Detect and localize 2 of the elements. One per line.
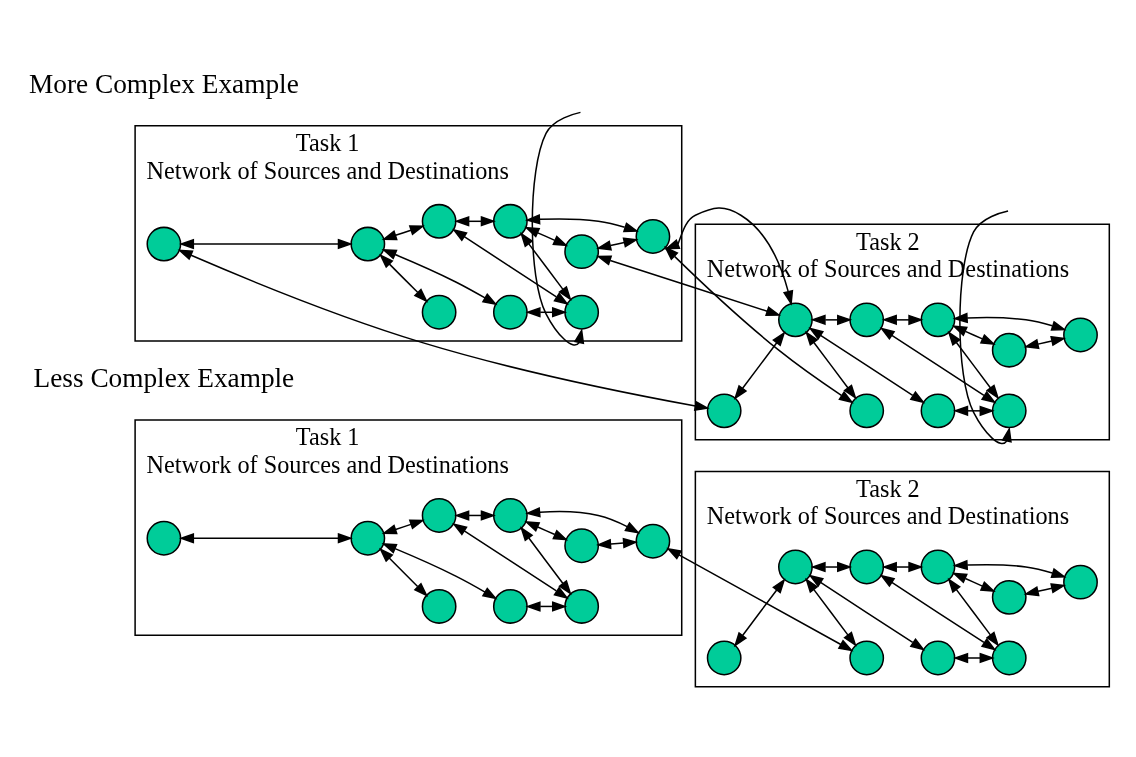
label: More Complex Example xyxy=(29,68,299,99)
label: Less Complex Example xyxy=(33,362,295,393)
